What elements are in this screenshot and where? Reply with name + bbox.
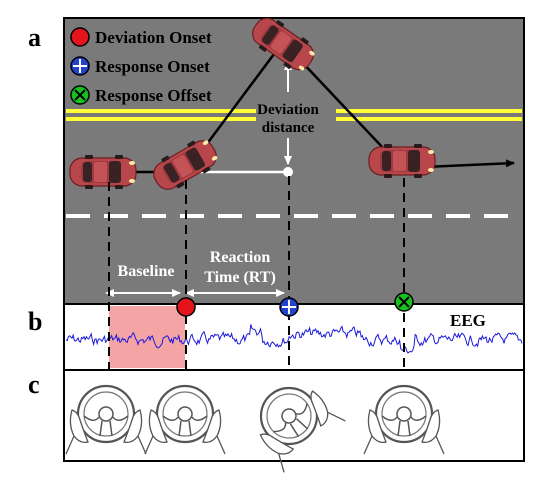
legend-label: Deviation Onset: [95, 28, 212, 47]
panel-c-steering: [63, 367, 525, 474]
car-icon: [69, 154, 137, 190]
legend-item-deviation-onset: Deviation Onset: [70, 27, 212, 47]
panel-b-eeg: EEG: [63, 303, 525, 371]
legend-item-response-offset: Response Offset: [70, 85, 212, 105]
panel-label-b: b: [28, 307, 42, 336]
response-onset-marker: [279, 297, 299, 317]
response-offset-marker: [394, 292, 414, 312]
deviation-label-line2: distance: [262, 120, 315, 136]
reaction-label-line2: Time (RT): [204, 269, 276, 286]
yellow-lane-line: [66, 109, 522, 121]
reference-point: [283, 167, 293, 177]
event-lines: [108, 176, 405, 370]
eeg-label: EEG: [450, 311, 486, 330]
legend: Deviation Onset Response Onset Response …: [70, 27, 212, 105]
baseline-window: [109, 306, 185, 368]
legend-item-response-onset: Response Onset: [70, 56, 210, 76]
panel-label-a: a: [28, 23, 41, 52]
deviation-label-line1: Deviation: [257, 102, 319, 118]
reaction-label-line1: Reaction: [210, 249, 271, 266]
circle-x-icon: [70, 85, 90, 105]
panel-a-road: Deviation distance Baseline Reaction Tim…: [63, 10, 525, 305]
legend-label: Response Offset: [95, 86, 212, 105]
baseline-label: Baseline: [118, 263, 175, 280]
circle-plus-icon: [70, 56, 90, 76]
deviation-onset-marker: [176, 297, 196, 317]
filled-circle-icon: [70, 27, 90, 47]
car-icon: [368, 143, 436, 179]
panel-label-c: c: [28, 370, 40, 399]
legend-label: Response Onset: [95, 57, 210, 76]
eeg-trace: [65, 324, 523, 354]
